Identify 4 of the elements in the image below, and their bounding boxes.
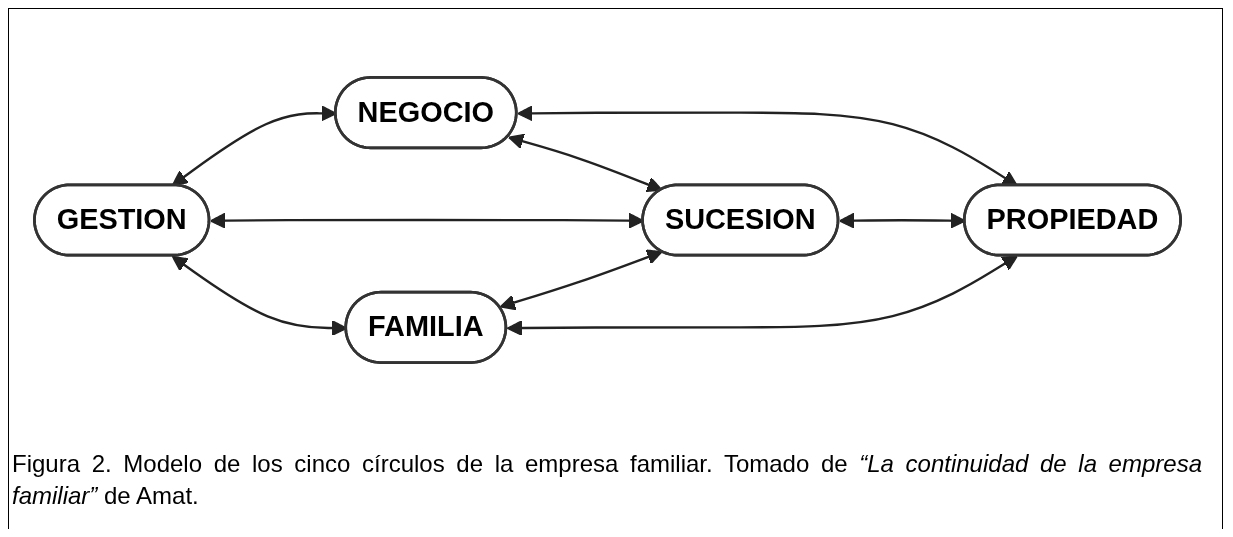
arrow — [506, 255, 1018, 336]
figure-caption: Figura 2. Modelo de los cinco círculos de la empresa familiar. Tomado de “La continuidad de la empresa familiar” de Amat. — [12, 449, 1202, 511]
arrow — [508, 133, 663, 193]
arrow — [499, 249, 663, 311]
